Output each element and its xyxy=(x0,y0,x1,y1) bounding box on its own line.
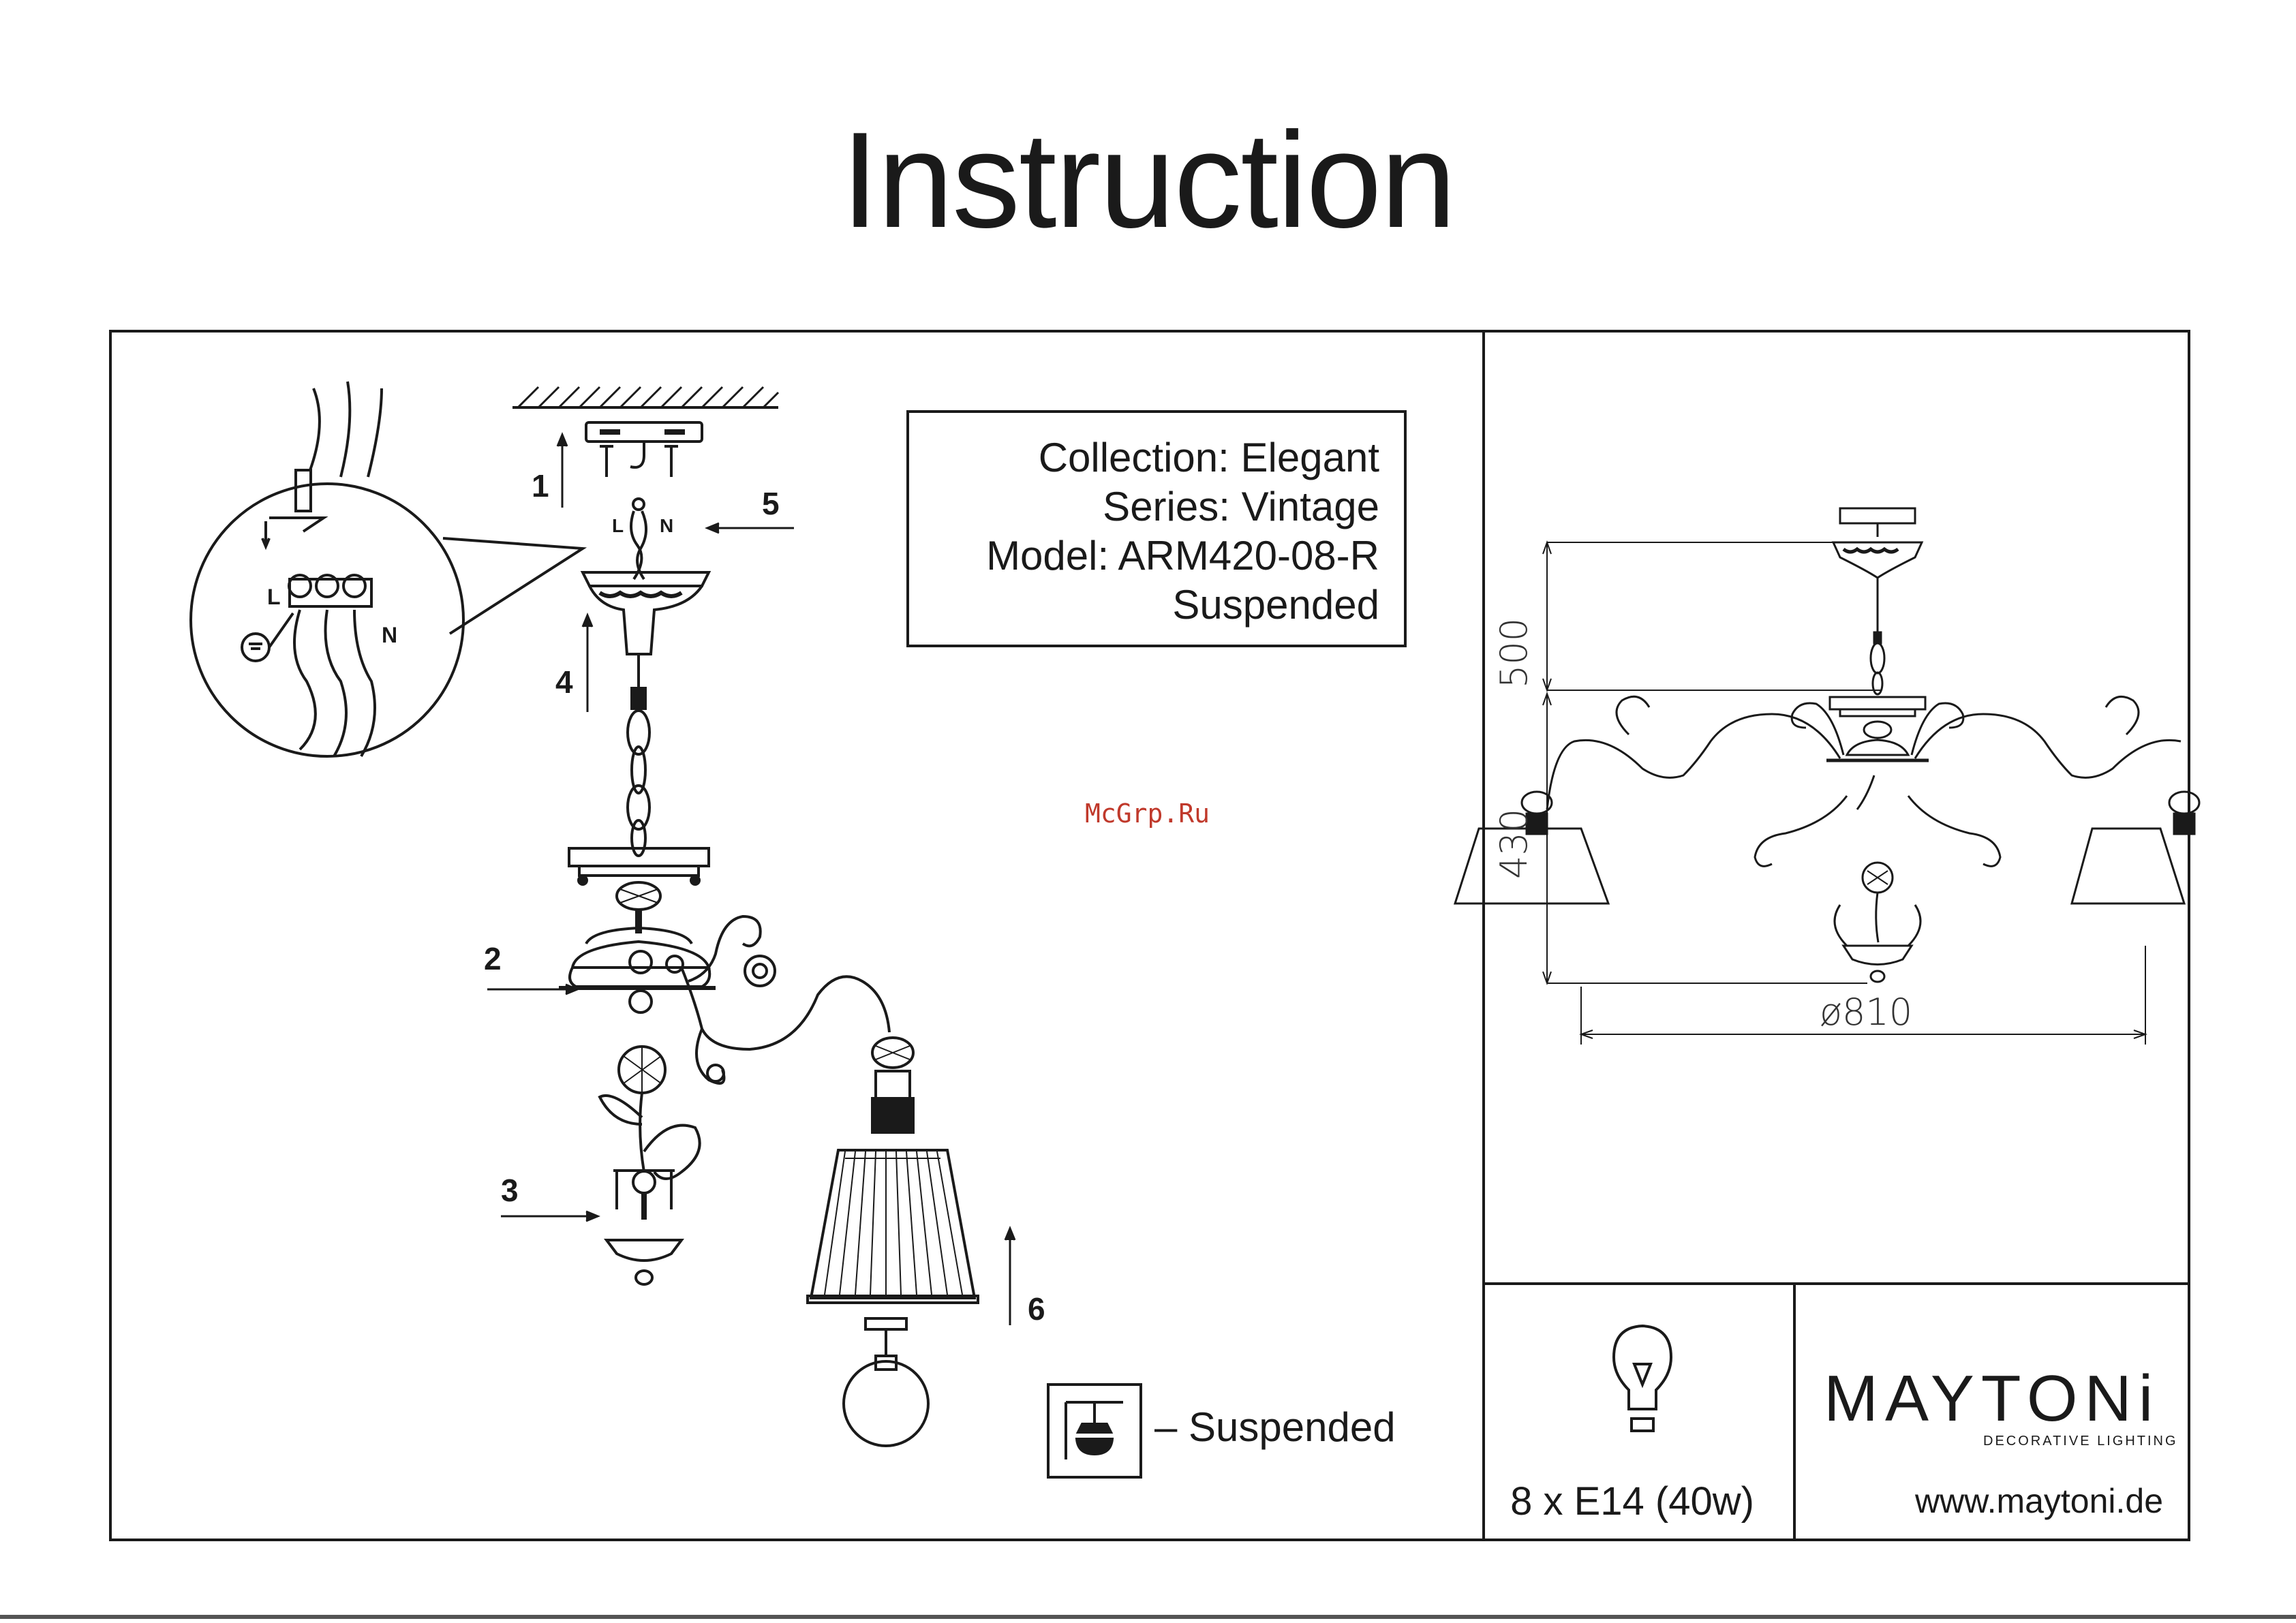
step-number-5: 5 xyxy=(762,485,780,522)
wire-label-neutral-top: N xyxy=(660,515,673,537)
ceiling-hatch xyxy=(512,387,778,407)
page-bottom-rule xyxy=(0,1615,2296,1619)
canopy xyxy=(583,572,709,654)
suspended-legend-label: – Suspended xyxy=(1154,1404,1396,1451)
brand-logo: MAYTONi xyxy=(1824,1361,2160,1436)
bulb-icon xyxy=(1608,1322,1677,1438)
chain xyxy=(628,654,649,856)
step-number-4: 4 xyxy=(555,664,573,700)
mounting-bracket xyxy=(586,422,702,477)
frame-divider-horizontal xyxy=(1482,1282,2190,1285)
right-shade xyxy=(2072,824,2188,913)
dimension-chain-height: 500 xyxy=(1493,618,1535,688)
step-number-6: 6 xyxy=(1028,1290,1045,1327)
wire-label-live-detail: L xyxy=(267,585,281,610)
wire-label-live-top: L xyxy=(612,515,624,537)
wire-label-neutral-detail: N xyxy=(382,623,397,648)
brand-website: www.maytoni.de xyxy=(1915,1481,2163,1521)
left-shade-extent xyxy=(1581,824,1595,838)
wiring-detail xyxy=(191,382,583,756)
step-number-2: 2 xyxy=(484,940,502,977)
frame-divider-vertical xyxy=(1482,330,1485,1541)
suspended-icon xyxy=(1047,1383,1142,1479)
dimension-drawing xyxy=(1486,333,2188,1281)
dimension-body-height: 430 xyxy=(1493,809,1535,879)
step-number-3: 3 xyxy=(501,1172,519,1209)
bottom-finial xyxy=(600,1047,700,1284)
lamp-arm xyxy=(682,916,889,1083)
step-number-1: 1 xyxy=(532,467,549,504)
assembly-diagram xyxy=(0,0,1482,1540)
footer-divider xyxy=(1793,1282,1796,1541)
bulb-spec-text: 8 x E14 (40w) xyxy=(1486,1479,1779,1524)
ceiling-plate xyxy=(569,848,709,910)
lamp-shade xyxy=(808,1038,978,1446)
dimension-diameter: ø810 xyxy=(1820,991,1912,1034)
step-arrows xyxy=(487,435,1015,1325)
brand-tagline: DECORATIVE LIGHTING xyxy=(1983,1434,2178,1449)
